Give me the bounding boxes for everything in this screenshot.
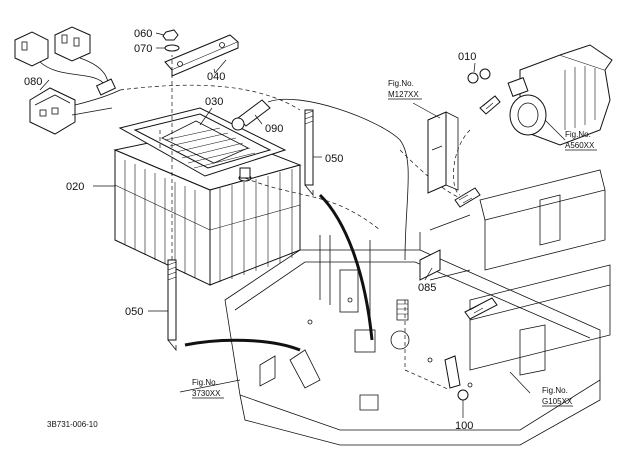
fig-ref-a560-line1: Fig.No. <box>565 130 591 139</box>
callout-040: 040 <box>207 71 225 83</box>
callout-060: 060 <box>134 28 152 40</box>
callout-010: 010 <box>458 51 476 63</box>
rod-050-left <box>167 55 177 352</box>
fig-ref-g105: Fig.No. G105XX <box>542 386 573 407</box>
relay-box <box>427 111 459 194</box>
fig-ref-m127: Fig.No. M127XX <box>388 79 422 100</box>
bolt-100 <box>444 355 469 401</box>
fig-ref-g105-line1: Fig.No. <box>542 386 568 395</box>
fig-ref-m127-line1: Fig.No. <box>388 79 414 88</box>
rod-050-right <box>304 109 314 197</box>
callout-100: 100 <box>455 420 473 432</box>
nut-060 <box>162 29 179 41</box>
callout-050-left: 050 <box>125 306 143 318</box>
callout-020: 020 <box>66 181 84 193</box>
ground-cable <box>184 193 374 352</box>
callout-030: 030 <box>205 96 223 108</box>
callout-050-right: 050 <box>325 153 343 165</box>
battery-cover-030 <box>118 107 287 177</box>
starter-terminal-010 <box>467 68 501 115</box>
hold-down-bracket-040 <box>164 34 239 77</box>
cable-connectors <box>396 187 498 321</box>
fig-ref-3730-line1: Fig.No. <box>192 378 218 387</box>
callout-090: 090 <box>265 123 283 135</box>
callout-070: 070 <box>134 43 152 55</box>
fig-ref-a560: Fig.No. A560XX <box>565 130 597 151</box>
fig-ref-3730: Fig.No. 3730XX <box>192 378 224 399</box>
routing-dashes <box>119 84 471 391</box>
fig-ref-m127-line2: M127XX <box>388 90 419 99</box>
drawing-code: 3B731-006-10 <box>47 420 98 429</box>
fig-ref-3730-line2: 3730XX <box>192 389 221 398</box>
leader-lines <box>39 32 566 418</box>
callout-080: 080 <box>24 76 42 88</box>
callout-085: 085 <box>418 282 436 294</box>
washer-070 <box>164 44 180 52</box>
battery-cable-090 <box>231 98 409 261</box>
wiring-harness-080 <box>14 26 121 135</box>
starter-motor <box>507 44 613 146</box>
fig-ref-g105-line2: G105XX <box>542 397 573 406</box>
fig-ref-a560-line2: A560XX <box>565 141 595 150</box>
frame-chassis <box>224 169 611 446</box>
